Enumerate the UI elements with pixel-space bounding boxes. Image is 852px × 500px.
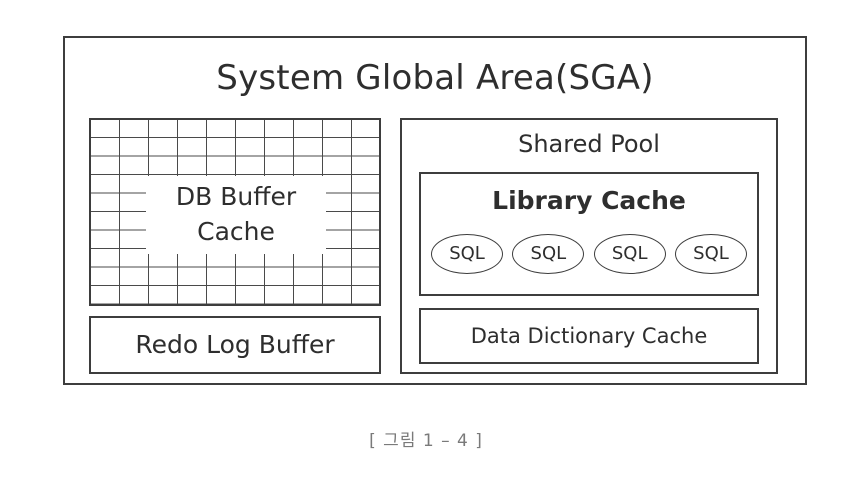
sga-title: System Global Area(SGA) <box>216 58 654 98</box>
sql-ellipse-3: SQL <box>593 234 666 274</box>
sql-ellipse-4: SQL <box>674 234 747 274</box>
sql-ellipse-2: SQL <box>512 234 585 274</box>
redo-log-buffer-box: Redo Log Buffer <box>89 316 381 374</box>
figure-caption: [ 그림 1 – 4 ] <box>369 431 483 451</box>
sql-ellipse-1: SQL <box>431 234 503 274</box>
sga-box: System Global Area(SGA) DB Buffer Cache … <box>63 36 807 385</box>
db-buffer-cache-label: DB Buffer Cache <box>146 176 326 254</box>
library-cache-box: Library Cache SQL SQL SQL SQL <box>419 172 759 296</box>
shared-pool-title: Shared Pool <box>518 130 660 158</box>
db-buffer-cache-line2: Cache <box>197 217 275 246</box>
data-dictionary-cache-box: Data Dictionary Cache <box>419 308 759 364</box>
sql-row: SQL SQL SQL SQL <box>431 234 747 274</box>
shared-pool-box: Shared Pool Library Cache SQL SQL SQL SQ… <box>400 118 778 374</box>
db-buffer-cache-box: DB Buffer Cache <box>89 118 381 306</box>
library-cache-title: Library Cache <box>492 186 686 215</box>
db-buffer-cache-line1: DB Buffer <box>175 182 297 211</box>
